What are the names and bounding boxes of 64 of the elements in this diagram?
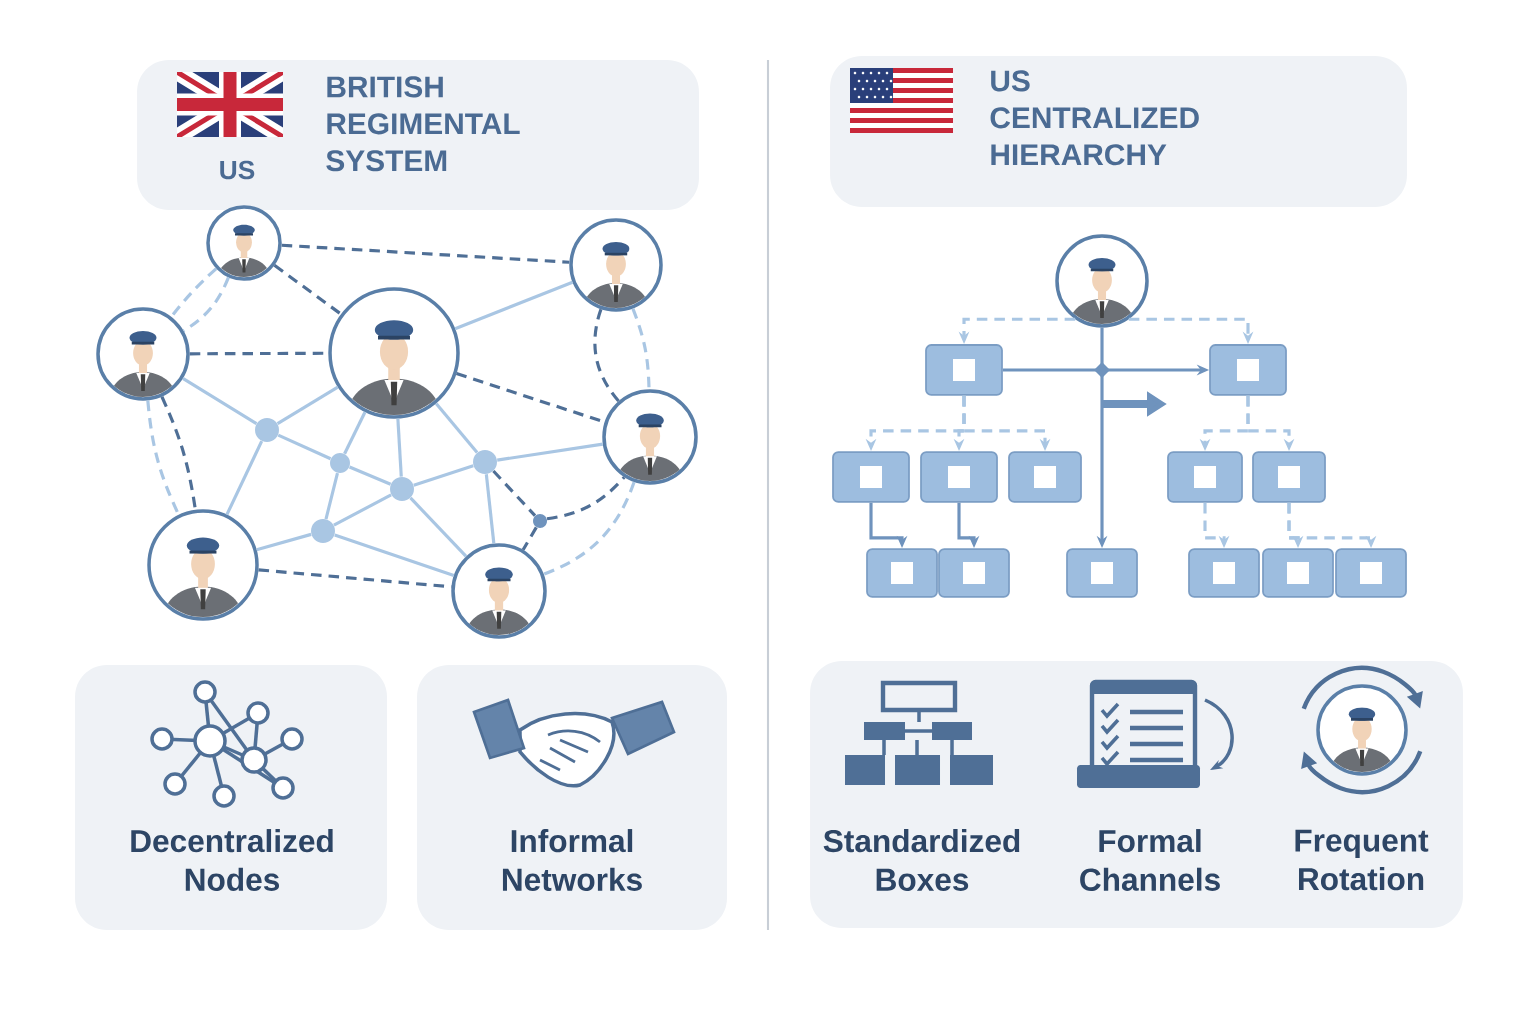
connector-line bbox=[256, 532, 312, 552]
officer-avatar bbox=[206, 205, 282, 281]
network-dot bbox=[311, 519, 335, 543]
connector-line bbox=[170, 267, 218, 318]
card-label: Informal Networks bbox=[502, 829, 642, 891]
connector-line bbox=[277, 433, 332, 461]
connector-line bbox=[496, 442, 604, 462]
officer-avatar bbox=[569, 218, 663, 312]
officer-avatar bbox=[147, 509, 259, 621]
connector-line bbox=[434, 402, 479, 454]
connector-line bbox=[276, 385, 339, 425]
connector-line bbox=[324, 472, 340, 520]
network-dot bbox=[533, 514, 547, 528]
org-box bbox=[832, 451, 910, 503]
officer-avatar bbox=[451, 543, 547, 639]
connector-line bbox=[348, 465, 392, 486]
header-title: US CENTRALIZED HIERARCHY bbox=[990, 70, 1199, 166]
org-box bbox=[866, 548, 938, 598]
officer-avatar bbox=[602, 389, 698, 485]
connector-line bbox=[160, 396, 197, 511]
connector-line bbox=[409, 496, 468, 558]
connector-line bbox=[281, 243, 570, 264]
network-dot bbox=[255, 418, 279, 442]
org-box bbox=[938, 548, 1010, 598]
connector-line bbox=[631, 308, 651, 390]
connector-line bbox=[593, 308, 620, 403]
connector-line bbox=[343, 411, 367, 455]
connector-line bbox=[273, 264, 342, 316]
connector-line bbox=[333, 493, 392, 527]
officer-avatar bbox=[328, 287, 460, 419]
connector-line bbox=[413, 464, 474, 487]
officer-avatar bbox=[1055, 234, 1149, 328]
connector-line bbox=[454, 280, 574, 331]
org-box bbox=[925, 344, 1003, 396]
org-box bbox=[1252, 451, 1326, 503]
officer-avatar bbox=[96, 307, 190, 401]
connector-line bbox=[182, 276, 230, 333]
card-label: Frequent Rotation bbox=[1295, 829, 1429, 891]
card-label: Decentralized Nodes bbox=[131, 829, 333, 891]
org-box bbox=[1209, 344, 1287, 396]
network-dot bbox=[330, 453, 350, 473]
connector-line bbox=[546, 476, 626, 521]
org-box bbox=[920, 451, 998, 503]
org-box bbox=[1188, 548, 1260, 598]
card-label: Formal Channels bbox=[1080, 829, 1220, 891]
connector-line bbox=[182, 377, 258, 425]
org-box bbox=[1008, 451, 1082, 503]
connector-line bbox=[225, 440, 264, 516]
flag-caption: US bbox=[220, 160, 255, 180]
connector-line bbox=[258, 568, 452, 589]
connector-line bbox=[521, 526, 538, 551]
connector-line bbox=[492, 469, 537, 517]
connector-line bbox=[543, 481, 636, 576]
connector-line bbox=[334, 533, 455, 578]
org-box bbox=[1262, 548, 1334, 598]
connector-line bbox=[484, 474, 496, 544]
connector-line bbox=[396, 418, 403, 477]
org-box bbox=[1167, 451, 1243, 503]
network-dot bbox=[473, 450, 497, 474]
org-box bbox=[1335, 548, 1407, 598]
network-dot bbox=[390, 477, 414, 501]
org-box bbox=[1066, 548, 1138, 598]
header-title: BRITISH REGIMENTAL SYSTEM bbox=[326, 76, 520, 172]
card-label: Standardized Boxes bbox=[823, 829, 1020, 891]
